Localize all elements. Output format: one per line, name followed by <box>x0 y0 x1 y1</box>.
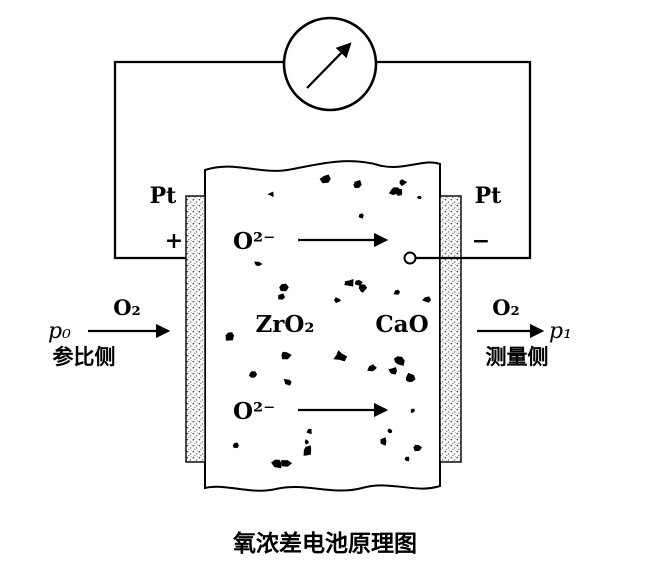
speckle <box>367 364 377 372</box>
speckle <box>254 261 263 267</box>
o2-right-label: O₂ <box>492 295 520 320</box>
speckle <box>405 372 416 383</box>
speckle <box>380 437 387 446</box>
zro2-label: ZrO₂ <box>255 311 314 338</box>
speckle <box>249 371 258 378</box>
speckle <box>358 213 364 219</box>
right-electrode <box>439 195 462 463</box>
speckle <box>399 179 408 187</box>
speckle <box>393 289 401 295</box>
speckle <box>388 367 397 375</box>
speckle <box>281 460 293 467</box>
speckle <box>353 180 362 188</box>
left-wire <box>113 60 285 260</box>
speckle <box>281 351 292 360</box>
cao-label: CaO <box>375 311 428 338</box>
speckle <box>413 444 423 452</box>
speckle <box>319 174 331 184</box>
minus-polarity-label: − <box>472 228 490 254</box>
diagram-caption: 氧浓差电池原理图 <box>232 530 417 557</box>
speckle <box>306 428 312 434</box>
measurement-side-label: 测量侧 <box>486 345 549 369</box>
speckle <box>279 283 289 292</box>
o2-left-label: O₂ <box>113 295 141 320</box>
speckle <box>387 428 393 434</box>
wire-terminal <box>403 251 417 265</box>
speckle <box>395 188 403 196</box>
speckle <box>359 287 365 293</box>
speckle <box>303 445 312 456</box>
electrolyte-speckles <box>225 174 432 469</box>
voltmeter-needle <box>306 42 352 89</box>
speckle <box>416 195 422 200</box>
ion-label-bottom: O²⁻ <box>233 398 275 425</box>
speckle <box>333 350 348 362</box>
speckle <box>334 297 342 303</box>
speckle <box>225 332 234 341</box>
plus-polarity-label: + <box>165 228 183 254</box>
speckle <box>232 442 239 449</box>
speckle <box>271 459 282 469</box>
p1-pressure-label: p₁ <box>549 319 572 344</box>
ion-label-top: O²⁻ <box>233 228 275 255</box>
speckle <box>422 296 432 303</box>
p0-pressure-label: p₀ <box>48 319 71 344</box>
speckle <box>410 408 415 414</box>
speckle <box>304 439 310 445</box>
right-wire <box>375 60 532 260</box>
speckle <box>344 279 354 287</box>
speckle <box>404 456 410 462</box>
speckle <box>393 356 405 366</box>
speckle <box>283 378 292 386</box>
speckle <box>278 293 285 300</box>
pt-right-label: Pt <box>475 183 503 209</box>
speckle <box>267 191 274 198</box>
reference-side-label: 参比侧 <box>53 345 116 369</box>
left-electrode <box>185 195 206 463</box>
pt-left-label: Pt <box>150 183 178 209</box>
